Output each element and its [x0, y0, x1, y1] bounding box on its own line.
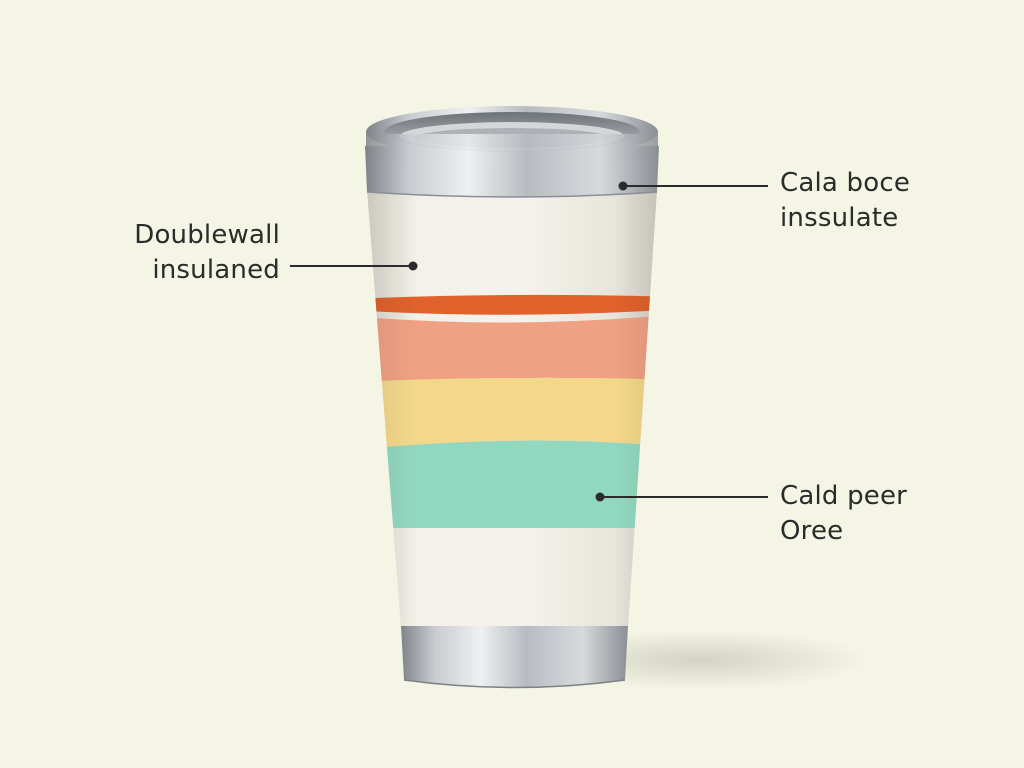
callout-label-left: Doublewall insulaned: [80, 218, 280, 288]
anchor-dot: [618, 181, 628, 191]
callout-left-line2: insulaned: [152, 255, 280, 285]
callout-label-bottom-right: Cald peer Oree: [780, 479, 907, 549]
callout-top-right-line2: inssulate: [780, 203, 899, 233]
tumbler-base: [401, 626, 628, 689]
tumbler-body: [367, 190, 657, 628]
callout-leader-bottom-right: [595, 492, 768, 502]
callout-label-top-right: Cala boce inssulate: [780, 166, 910, 236]
callout-leader-left: [290, 261, 418, 271]
callout-bottom-right-line1: Cald peer: [780, 481, 908, 511]
anchor-dot: [595, 492, 605, 502]
anchor-dot: [408, 261, 418, 271]
callout-top-right-line1: Cala boce: [780, 168, 911, 198]
callout-leader-top-right: [618, 181, 768, 191]
callout-left-line1: Doublewall: [134, 220, 280, 250]
callout-bottom-right-line2: Oree: [780, 516, 844, 546]
tumbler-lid: [365, 106, 659, 198]
